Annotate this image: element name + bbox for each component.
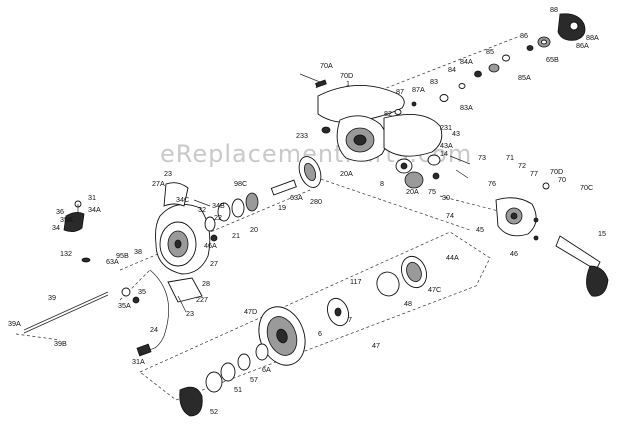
- callout-label: 75: [428, 187, 436, 196]
- callout-label: 74: [446, 211, 454, 220]
- callout-label: 21: [232, 231, 240, 240]
- callout-label: 27: [210, 259, 218, 268]
- callout-label: 20A: [406, 187, 419, 196]
- callout-label: 34C: [176, 195, 189, 204]
- callout-label: 48: [404, 299, 412, 308]
- rotor-assembly: [299, 73, 443, 162]
- callout-label: 117: [350, 277, 361, 286]
- callout-label: 86A: [576, 41, 589, 50]
- callout-label: 8: [380, 179, 384, 188]
- callout-label: 70: [558, 175, 566, 184]
- callout-label: 82: [384, 109, 392, 118]
- callout-label: 19: [278, 203, 286, 212]
- callout-label: 65B: [546, 55, 559, 64]
- callout-label: 84A: [460, 57, 473, 66]
- callout-label: 34A: [88, 205, 101, 214]
- handle-assembly: [495, 182, 609, 297]
- callout-label: 95B: [116, 251, 129, 260]
- callout-label: 87: [396, 87, 404, 96]
- callout-label: 38: [134, 247, 142, 256]
- callout-label: 57: [250, 375, 258, 384]
- callout-label: 72: [518, 161, 526, 170]
- callout-label: 88A: [586, 33, 599, 42]
- callout-label: 51: [234, 385, 242, 394]
- callout-label: 31: [88, 193, 96, 202]
- callout-label: 84: [448, 65, 456, 74]
- callout-label: 63A: [106, 257, 119, 266]
- callout-label: 47D: [244, 307, 257, 316]
- callout-label: 88: [550, 5, 558, 14]
- callout-label: 85A: [518, 73, 531, 82]
- callout-label: 27A: [152, 179, 165, 188]
- callout-label: 34B: [212, 201, 225, 210]
- callout-label: 46: [510, 249, 518, 258]
- callout-label: 6A: [262, 365, 271, 374]
- callout-label: 35A: [60, 215, 73, 224]
- callout-label: 1: [346, 79, 350, 88]
- callout-label: 47: [372, 341, 380, 350]
- callout-label: 77: [530, 169, 538, 178]
- callout-label: 30: [442, 193, 450, 202]
- callout-label: 31A: [132, 357, 145, 366]
- callout-label: 46A: [204, 241, 217, 250]
- callout-label: 35A: [118, 301, 131, 310]
- callout-label: 20: [250, 225, 258, 234]
- bail-arm-and-shaft: [23, 200, 170, 357]
- callout-label: 70D: [340, 71, 353, 80]
- callout-label: 43A: [440, 141, 453, 150]
- callout-label: 6: [318, 329, 322, 338]
- callout-label: 39B: [54, 339, 67, 348]
- callout-label: 44A: [446, 253, 459, 262]
- callout-label: 35: [138, 287, 146, 296]
- callout-label: 20A: [340, 169, 353, 178]
- spool-assembly: [179, 255, 427, 417]
- callout-label: 98C: [234, 179, 247, 188]
- callout-label: 227: [196, 295, 208, 304]
- callout-label: 23: [164, 169, 172, 178]
- callout-label: 36: [56, 207, 64, 216]
- callout-label: 32: [198, 205, 206, 214]
- callout-label: 22: [214, 213, 222, 222]
- callout-label: 45: [476, 225, 484, 234]
- callout-label: 71: [506, 153, 514, 162]
- callout-label: 15: [598, 229, 606, 238]
- callout-label: 63A: [290, 193, 303, 202]
- callout-label: 76: [488, 179, 496, 188]
- callout-label: 43: [452, 129, 460, 138]
- callout-label: 34: [52, 223, 60, 232]
- callout-label: 7: [348, 315, 352, 324]
- callout-label: 70A: [320, 61, 333, 70]
- knob-assembly: [439, 13, 586, 102]
- callout-label: 87A: [412, 85, 425, 94]
- callout-label: 86: [520, 31, 528, 40]
- callout-label: 39: [48, 293, 56, 302]
- callout-label: 231: [440, 123, 452, 132]
- callout-label: 132: [60, 249, 72, 258]
- body-housing: [155, 182, 259, 313]
- callout-label: 14: [440, 149, 448, 158]
- callout-label: 52: [210, 407, 218, 416]
- callout-label: 24: [150, 325, 158, 334]
- callout-label: 233: [296, 131, 308, 140]
- callout-label: 70C: [580, 183, 593, 192]
- callout-label: 39A: [8, 319, 21, 328]
- callout-label: 73: [478, 153, 486, 162]
- callout-label: 47C: [428, 285, 441, 294]
- callout-label: 28: [202, 279, 210, 288]
- callout-label: 280: [310, 197, 322, 206]
- callout-label: 70D: [550, 167, 563, 176]
- callout-label: 83: [430, 77, 438, 86]
- callout-label: 23: [186, 309, 194, 318]
- callout-label: 85: [486, 47, 494, 56]
- gear-train: [270, 154, 471, 196]
- callout-label: 83A: [460, 103, 473, 112]
